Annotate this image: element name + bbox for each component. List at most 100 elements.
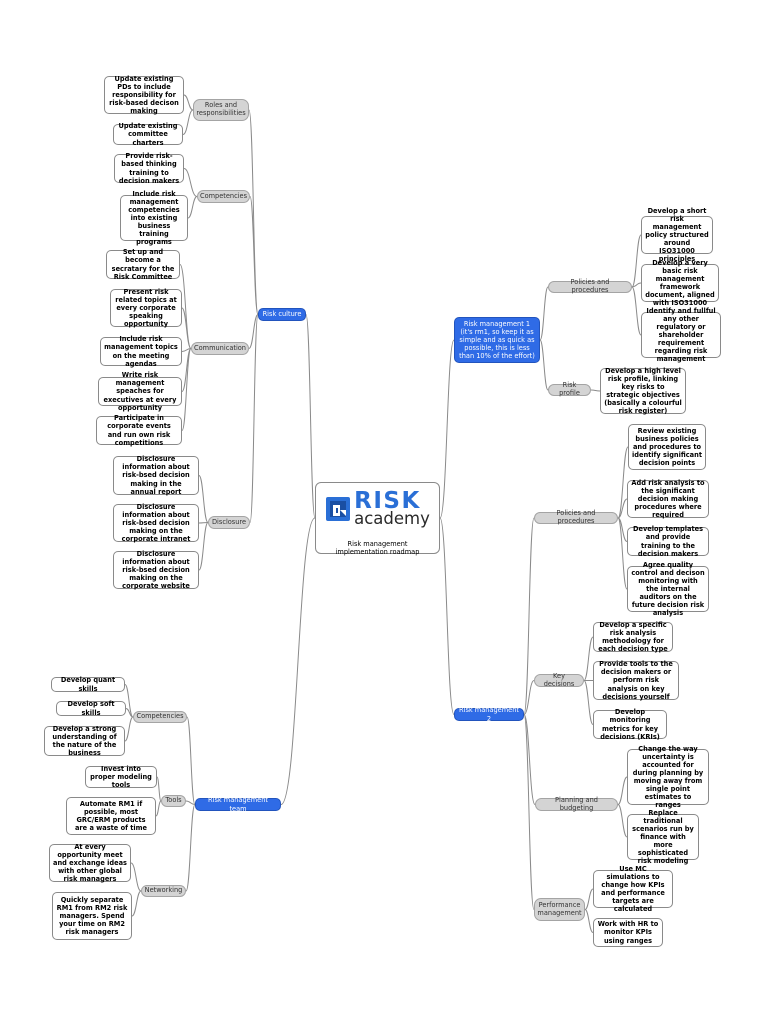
connector-line: [130, 862, 142, 892]
connector-line: [183, 168, 198, 197]
sub-key-decisions[interactable]: Key decisions: [534, 672, 584, 687]
leaf-soft-skills[interactable]: Develop soft skills: [56, 700, 126, 717]
leaf-disclosure-website[interactable]: Disclosure information about risk-bsed d…: [113, 550, 199, 590]
connector-line: [248, 314, 259, 349]
sub-networking[interactable]: Networking: [141, 885, 186, 897]
connector-line: [198, 475, 209, 523]
leaf-short-policy[interactable]: Develop a short risk management policy s…: [641, 207, 713, 263]
connector-line: [523, 714, 536, 805]
connector-line: [539, 286, 549, 341]
connector-line: [280, 517, 316, 805]
main-risk-management-1[interactable]: Risk management 1 (it's rm1, so keep it …: [454, 317, 540, 363]
leaf-executive-speeches[interactable]: Write risk management speaches for execu…: [98, 371, 182, 412]
connector-line: [124, 716, 134, 742]
leaf-decision-tools[interactable]: Provide tools to the decision makers or …: [593, 660, 679, 701]
connector-line: [181, 348, 192, 431]
connector-line: [305, 314, 316, 519]
logo-academy-text: academy: [354, 509, 430, 528]
leaf-automate-rm1[interactable]: Automate RM1 if possible, most GRC/ERM p…: [66, 797, 156, 835]
connector-line: [631, 282, 642, 288]
leaf-present-topics[interactable]: Present risk related topics at every cor…: [110, 288, 182, 328]
leaf-risk-committee-secretary[interactable]: Set up and become a secratary for the Ri…: [106, 248, 180, 281]
main-risk-management-2[interactable]: Risk management 2: [454, 706, 524, 723]
connector-line: [249, 314, 259, 523]
connector-line: [583, 636, 594, 681]
leaf-update-charters[interactable]: Update existing committee charters: [113, 122, 183, 147]
central-topic-label: Risk management implementation roadmap: [335, 539, 420, 556]
connector-line: [617, 498, 628, 519]
leaf-disclosure-intranet[interactable]: Disclosure information about risk-bsed d…: [113, 503, 199, 543]
leaf-replace-scenarios[interactable]: Replace traditional scenarios run by fin…: [627, 809, 699, 865]
connector-line: [631, 286, 642, 336]
sub-culture-competencies[interactable]: Competencies: [197, 190, 250, 203]
connector-line: [182, 109, 194, 135]
connector-line: [439, 339, 455, 519]
sub-rm2-policies[interactable]: Policies and procedures: [534, 509, 618, 525]
connector-line: [156, 776, 162, 802]
connector-line: [631, 234, 642, 288]
leaf-add-risk-analysis[interactable]: Add risk analysis to the significant dec…: [627, 479, 709, 519]
leaf-review-policies[interactable]: Review existing business policies and pr…: [628, 424, 706, 470]
leaf-uncertainty-planning[interactable]: Change the way uncertainty is accounted …: [627, 745, 709, 809]
connector-line: [617, 517, 628, 590]
connector-line: [198, 522, 209, 571]
shield-logo-icon: [326, 496, 351, 521]
connector-line: [249, 196, 259, 315]
connector-line: [439, 517, 455, 715]
leaf-separate-rm1-rm2[interactable]: Quickly separate RM1 from RM2 risk manag…: [52, 892, 132, 940]
leaf-high-level-profile[interactable]: Develop a high level risk profile, linki…: [600, 367, 686, 415]
connector-line: [131, 890, 142, 917]
logo-risk-text: RISK: [354, 488, 421, 514]
connector-line: [198, 522, 209, 524]
sub-performance-management[interactable]: Performance management: [534, 898, 585, 921]
central-topic[interactable]: RISK academy Risk management implementat…: [315, 482, 440, 556]
connector-line: [125, 708, 134, 718]
leaf-include-competencies[interactable]: Include risk management competencies int…: [120, 190, 188, 246]
sub-planning-budgeting[interactable]: Planning and budgeting: [535, 796, 618, 811]
leaf-mc-simulations[interactable]: Use MC simulations to change how KPIs an…: [593, 865, 673, 913]
leaf-decision-methodology[interactable]: Develop a specific risk analysis methodo…: [593, 621, 673, 653]
connector-line: [617, 804, 628, 838]
leaf-exchange-ideas[interactable]: At every opportunity meet and exchange i…: [49, 843, 131, 883]
leaf-templates-training[interactable]: Develop templates and provide training t…: [627, 525, 709, 558]
connector-line: [183, 94, 194, 111]
leaf-business-understanding[interactable]: Develop a strong understanding of the na…: [44, 725, 125, 757]
connector-line: [185, 800, 196, 805]
connector-line: [617, 776, 628, 805]
connector-line: [523, 714, 535, 910]
sub-team-competencies[interactable]: Competencies: [133, 711, 187, 723]
leaf-hr-kpis[interactable]: Work with HR to monitor KPIs using range…: [593, 918, 663, 947]
main-risk-management-team[interactable]: Risk management team: [195, 796, 281, 813]
leaf-update-pds[interactable]: Update existing PDs to include responsib…: [104, 75, 184, 115]
sub-tools[interactable]: Tools: [161, 795, 186, 807]
connector-line: [248, 109, 259, 315]
connector-line: [539, 339, 549, 391]
leaf-disclosure-annual-report[interactable]: Disclosure information about risk-bsed d…: [113, 455, 199, 496]
sub-rm1-policies[interactable]: Policies and procedures: [548, 278, 632, 294]
risk-academy-logo: RISK academy: [325, 490, 430, 528]
connector-line: [185, 804, 196, 892]
leaf-modeling-tools[interactable]: Invest into proper modeling tools: [85, 765, 157, 789]
sub-communication[interactable]: Communication: [191, 342, 249, 355]
leaf-meeting-agendas[interactable]: Include risk management topics on the me…: [100, 335, 182, 368]
sub-roles-and-responsibilities[interactable]: Roles and responsibilities: [193, 99, 249, 121]
leaf-regulatory-requirements[interactable]: Identify and fullful any other regulator…: [641, 307, 721, 363]
leaf-quant-skills[interactable]: Develop quant skills: [51, 676, 125, 693]
connector-line: [584, 888, 594, 910]
leaf-risk-thinking-training[interactable]: Provide risk-based thinking training to …: [114, 152, 184, 185]
connector-line: [617, 446, 629, 519]
connector-line: [155, 800, 162, 817]
leaf-quality-control[interactable]: Agree quality control and decison monito…: [627, 561, 709, 617]
main-risk-culture[interactable]: Risk culture: [258, 308, 306, 321]
connector-line: [584, 909, 594, 933]
leaf-corporate-events[interactable]: Participate in corporate events and run …: [96, 414, 182, 447]
connector-line: [181, 307, 192, 349]
connector-line: [523, 680, 535, 715]
connector-line: [523, 517, 535, 715]
connector-line: [187, 196, 198, 219]
sub-rm1-risk-profile[interactable]: Risk profile: [548, 381, 591, 397]
connector-line: [186, 716, 196, 805]
sub-disclosure[interactable]: Disclosure: [208, 516, 250, 529]
leaf-basic-framework[interactable]: Develop a very basic risk management fra…: [641, 259, 719, 307]
leaf-monitoring-metrics[interactable]: Develop monitoring metrics for key decis…: [593, 708, 667, 741]
